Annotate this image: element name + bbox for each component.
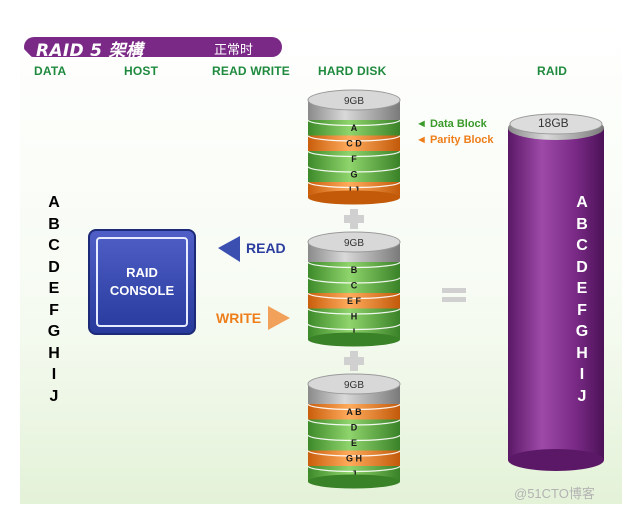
legend-parity-block: ◄ Parity Block <box>416 134 494 146</box>
data-block <box>308 308 400 324</box>
block-label: A B <box>346 407 362 417</box>
data-letter: J <box>49 387 59 405</box>
disk-capacity-label: 9GB <box>344 96 364 107</box>
parity-block <box>308 450 400 466</box>
plus-icon <box>344 357 364 365</box>
data-block <box>308 166 400 182</box>
plus-icon <box>344 215 364 223</box>
block-label: I J <box>349 185 359 195</box>
raid-letter: H <box>576 344 588 362</box>
block-label: E <box>351 438 357 448</box>
parity-block <box>308 135 400 151</box>
block-label: G H <box>346 453 362 463</box>
block-label: H <box>351 311 358 321</box>
plus-signs <box>344 209 364 371</box>
raid-letter: A <box>576 194 588 211</box>
block-label: C <box>351 280 358 290</box>
raid-letter: D <box>576 258 588 276</box>
header-hard-disk: HARD DISK <box>318 64 387 78</box>
equals-sign-icon <box>442 288 466 302</box>
block-label: G <box>350 169 357 179</box>
title-bar <box>24 37 282 57</box>
data-letter: E <box>48 280 60 297</box>
data-block <box>308 419 400 435</box>
block-label: A <box>351 123 358 133</box>
page-title: RAID 5 架構 <box>36 41 144 61</box>
data-letter: D <box>48 258 60 276</box>
block-label: I <box>353 327 356 337</box>
block-label: E F <box>347 296 362 306</box>
write-label: WRITE <box>216 310 262 326</box>
raid-letter: J <box>577 387 587 405</box>
data-letter: G <box>47 323 61 340</box>
data-letter: B <box>48 215 60 233</box>
data-block <box>308 435 400 451</box>
data-block <box>308 120 400 136</box>
block-label: F <box>351 154 357 164</box>
block-label: B <box>351 265 358 275</box>
raid-letter: B <box>576 215 588 233</box>
data-block <box>308 262 400 278</box>
raid-letter: F <box>577 301 587 319</box>
read-label: READ <box>246 240 286 256</box>
console-label-line1: RAID <box>126 265 158 280</box>
console-label-line2: CONSOLE <box>109 283 175 298</box>
watermark: @51CTO博客 <box>514 486 595 501</box>
write-arrow-icon <box>268 306 290 330</box>
header-host: HOST <box>124 64 159 78</box>
hard-disk-1: A C D FG I J 9GB <box>307 89 401 205</box>
parity-block <box>308 293 400 309</box>
read-arrow-icon <box>218 236 240 262</box>
header-raid: RAID <box>537 64 568 78</box>
raid-capacity-label: 18GB <box>538 116 569 130</box>
hard-disk-2: BC E F HI 9GB <box>307 231 401 347</box>
disk-layer: A C D FG I J 9GB BC E F HI 9GB A B DE G H J 9GB <box>307 89 401 489</box>
data-letter: F <box>49 301 59 319</box>
hard-disk-3: A B DE G H J 9GB <box>307 373 401 489</box>
data-letter: I <box>51 366 57 383</box>
raid-volume-cylinder <box>508 113 604 471</box>
legend-data-block: ◄ Data Block <box>416 118 487 130</box>
raid-console-screen: RAID CONSOLE <box>96 237 188 327</box>
raid-console: RAID CONSOLE <box>88 229 196 335</box>
raid-letter: I <box>579 366 585 383</box>
disk-capacity-label: 9GB <box>344 380 364 391</box>
raid-letter: E <box>576 280 588 297</box>
data-letter: C <box>48 237 60 254</box>
data-letter: A <box>48 194 60 211</box>
block-label: D <box>351 422 358 432</box>
data-block <box>308 277 400 293</box>
data-letter: H <box>48 344 60 362</box>
parity-block <box>308 404 400 420</box>
block-label: C D <box>346 138 362 148</box>
raid-letter: G <box>575 323 589 340</box>
block-label: J <box>351 469 356 479</box>
raid-letter: C <box>576 237 588 254</box>
page-subtitle: 正常时 <box>214 42 254 57</box>
data-block <box>308 151 400 167</box>
disk-capacity-label: 9GB <box>344 238 364 249</box>
header-read-write: READ WRITE <box>212 64 290 78</box>
header-data: DATA <box>34 64 67 78</box>
